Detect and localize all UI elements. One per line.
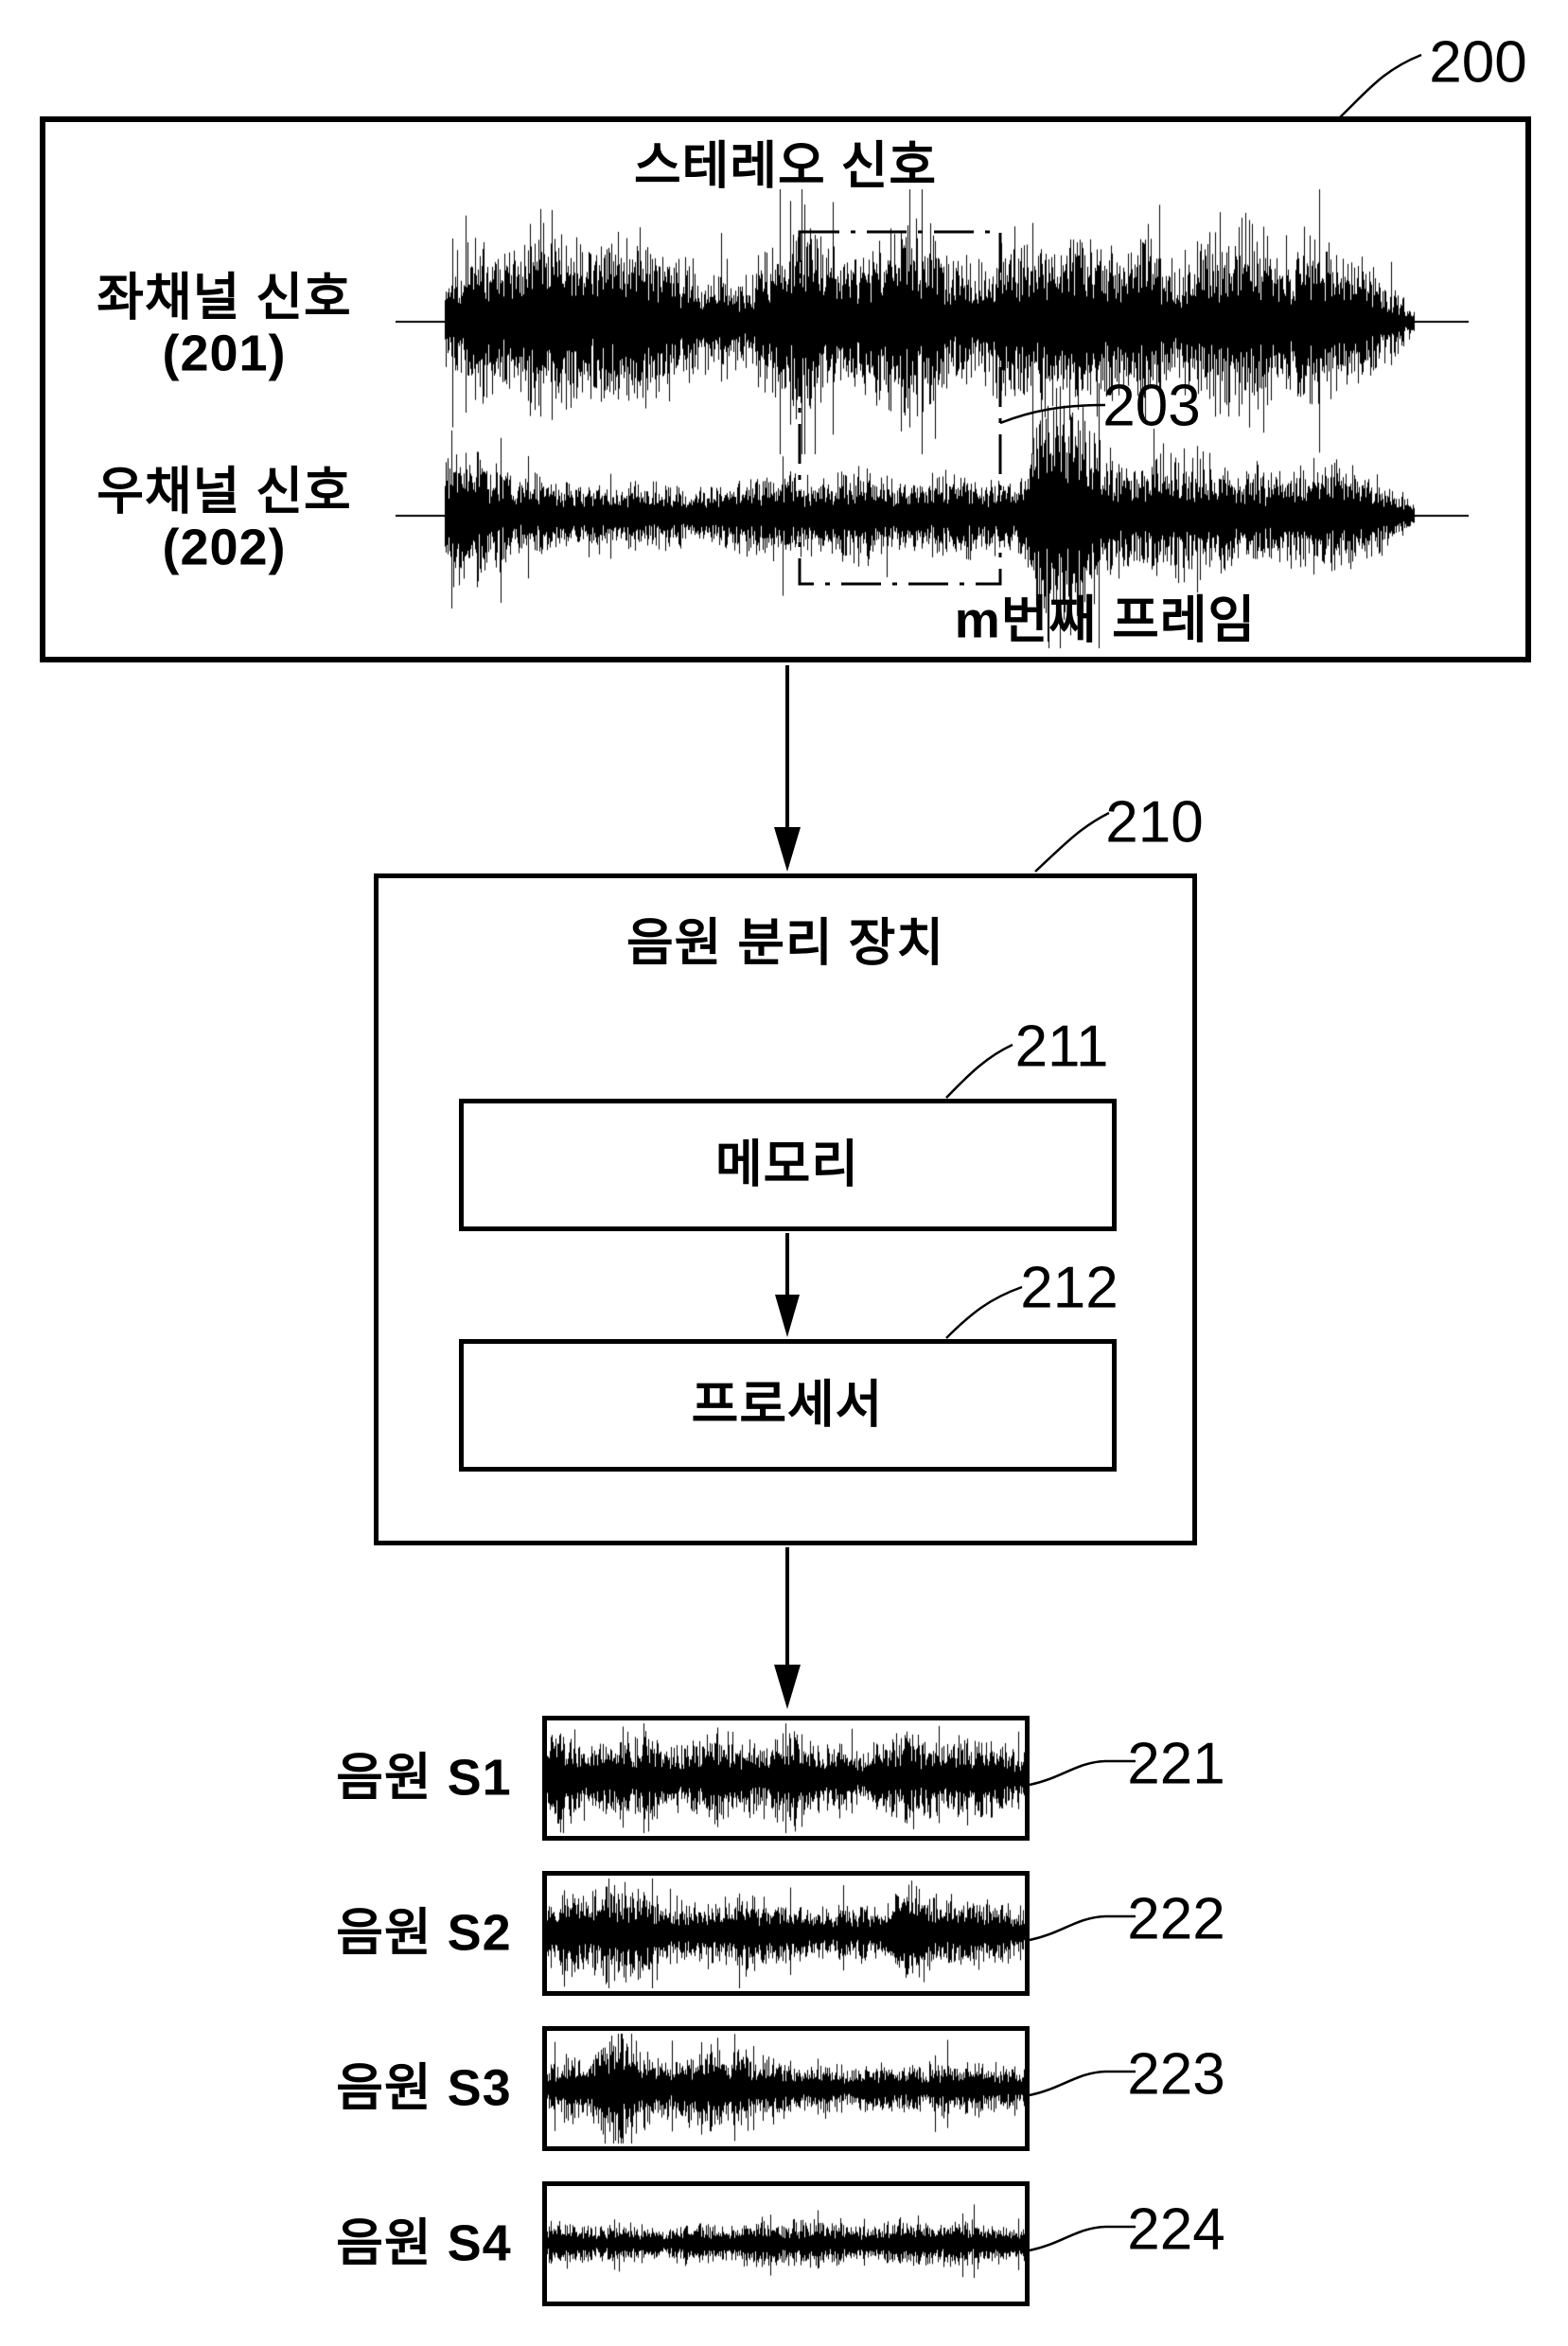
ref-212: 212 bbox=[1020, 1255, 1119, 1321]
source-s1-label: 음원 S1 bbox=[336, 1749, 512, 1807]
separation-device-box bbox=[374, 873, 1197, 1545]
source-s2-waveform bbox=[547, 1876, 1025, 1991]
arrow-device-to-sources bbox=[774, 1547, 801, 1709]
ref-222: 222 bbox=[1127, 1886, 1225, 1952]
leader-200 bbox=[1339, 53, 1422, 118]
leader-210 bbox=[1034, 811, 1110, 873]
ref-223: 223 bbox=[1127, 2041, 1225, 2108]
source-s4-box bbox=[542, 2181, 1030, 2306]
left-channel-label: 좌채널 신호 (201) bbox=[97, 269, 352, 383]
source-s3-waveform bbox=[547, 2031, 1025, 2146]
source-s3-label: 음원 S3 bbox=[336, 2059, 512, 2117]
source-s3-box bbox=[542, 2026, 1030, 2151]
ref-200: 200 bbox=[1429, 29, 1527, 96]
left-channel-name: 좌채널 신호 bbox=[97, 269, 352, 326]
ref-210: 210 bbox=[1105, 789, 1204, 855]
source-s2-box bbox=[542, 1871, 1030, 1996]
ref-224: 224 bbox=[1127, 2196, 1225, 2263]
leader-222 bbox=[1029, 1914, 1136, 1942]
source-s4-waveform bbox=[547, 2186, 1025, 2302]
right-channel-name: 우채널 신호 bbox=[97, 463, 352, 520]
processor-box bbox=[459, 1339, 1117, 1472]
source-s4-label: 음원 S4 bbox=[336, 2214, 512, 2272]
arrowhead-icon bbox=[774, 1665, 801, 1709]
arrowhead-icon bbox=[774, 827, 801, 872]
processor-label: 프로세서 bbox=[691, 1376, 884, 1434]
right-channel-label: 우채널 신호 (202) bbox=[97, 463, 352, 577]
source-s1-waveform bbox=[547, 1720, 1025, 1836]
memory-box bbox=[459, 1099, 1117, 1231]
left-channel-ref: (201) bbox=[162, 326, 287, 382]
mth-frame-label: m번째 프레임 bbox=[954, 591, 1257, 649]
ref-203: 203 bbox=[1102, 373, 1201, 439]
source-s2-label: 음원 S2 bbox=[336, 1904, 512, 1962]
source-s1-box bbox=[542, 1716, 1030, 1841]
ref-211: 211 bbox=[1014, 1014, 1109, 1080]
ref-221: 221 bbox=[1127, 1731, 1225, 1797]
separation-device-title: 음원 분리 장치 bbox=[625, 914, 945, 972]
right-channel-waveform bbox=[396, 379, 1469, 653]
leader-224 bbox=[1029, 2225, 1136, 2252]
stereo-signal-box bbox=[40, 116, 1531, 662]
leader-221 bbox=[1029, 1759, 1136, 1787]
right-channel-ref: (202) bbox=[162, 520, 287, 576]
leader-223 bbox=[1029, 2070, 1136, 2097]
memory-label: 메모리 bbox=[714, 1136, 860, 1193]
arrow-stereo-to-device bbox=[774, 665, 801, 872]
